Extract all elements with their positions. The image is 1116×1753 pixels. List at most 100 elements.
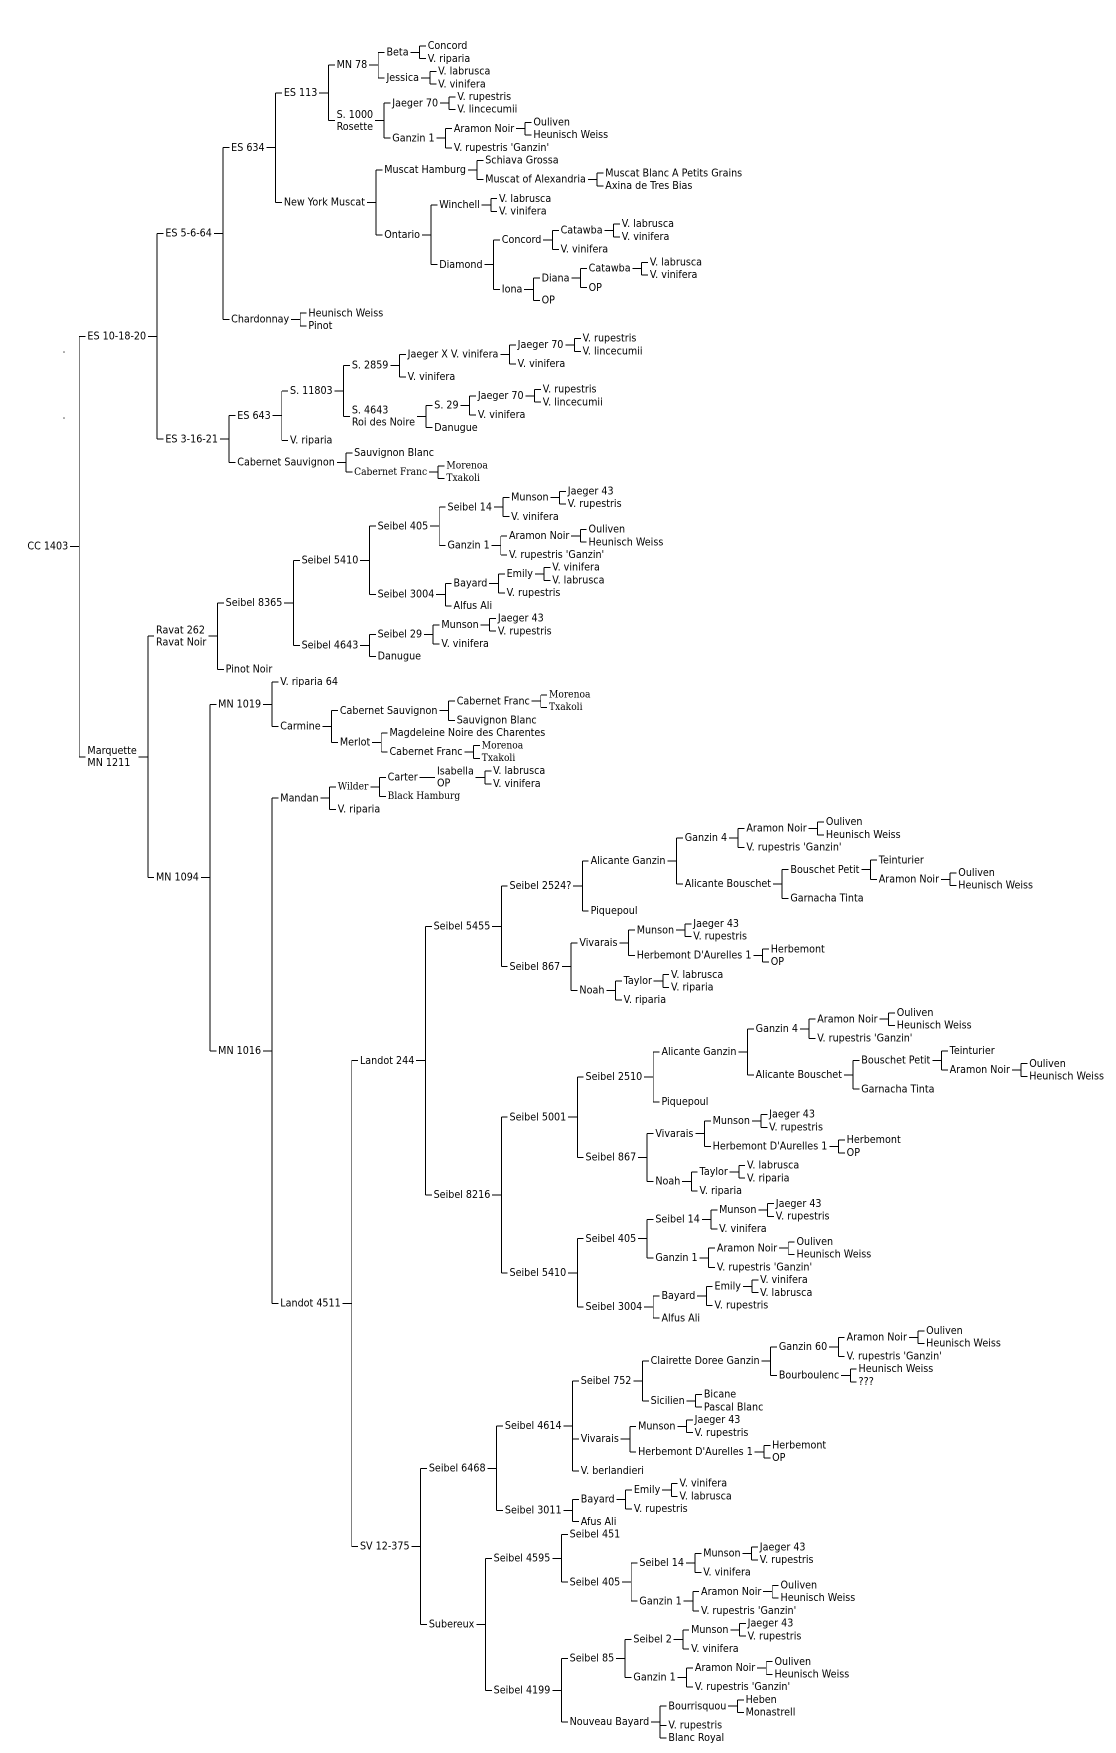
node-heunisch-weiss-label: Heunisch Weiss (781, 1593, 856, 1604)
node-heunisch-weiss-label: Heunisch Weiss (826, 830, 901, 841)
node-aramon-noir-connector (779, 1241, 795, 1256)
node-op-label: OP (847, 1148, 860, 1159)
node-v-labrusca-label: V. labrusca (622, 219, 674, 230)
node-cabernet-franc-label: Cabernet Franc (389, 747, 462, 758)
node-seibel-3004-label: Seibel 3004 (378, 589, 435, 600)
node-v-rupestris-ganzin-label: V. rupestris 'Ganzin' (701, 1606, 796, 1617)
node-ganzin-1-connector (491, 535, 508, 556)
node-subereux-label: Subereux (429, 1619, 475, 1630)
node-seibel-2-label: Seibel 2 (633, 1634, 671, 1645)
node-seibel-405-connector (637, 1219, 654, 1259)
node-seibel-2524-connector (573, 860, 589, 912)
node-seibel-405-label: Seibel 405 (586, 1233, 637, 1244)
node-seibel-8365-label: Seibel 8365 (226, 598, 283, 609)
node-s-29-connector (460, 395, 476, 416)
node-concord-connector (543, 230, 559, 250)
node-seibel-5410-connector (568, 1238, 584, 1308)
node-aramon-noir-label: Aramon Noir (879, 874, 940, 885)
node-v-riparia-label: V. riparia (338, 804, 380, 815)
stray-dot (63, 351, 65, 353)
node-jaeger-70-label: Jaeger 70 (391, 98, 438, 109)
node-bayard-connector (616, 1489, 633, 1510)
node-jessica-connector (420, 70, 437, 85)
node-v-vinifera-label: V. vinifera (719, 1224, 767, 1235)
node-bicane-label: Bicane (704, 1389, 736, 1400)
node-seibel-5410-label: Seibel 5410 (302, 555, 359, 566)
node-alicante-ganzin-connector (738, 1028, 754, 1076)
node-ouliven-label: Ouliven (958, 868, 995, 879)
node-blanc-royal-label: Blanc Royal (668, 1733, 724, 1744)
node-taylor-label: Taylor (623, 976, 653, 987)
node-v-vinifera-label: V. vinifera (760, 1275, 808, 1286)
node-noah-connector (682, 1171, 698, 1192)
node-sicilien-connector (686, 1394, 703, 1408)
node-sv-12-375-connector (411, 1467, 428, 1625)
node-vivarais-label: Vivarais (579, 938, 617, 949)
node-carter-label: Carter (388, 772, 419, 783)
node-ganzin-1-connector (436, 128, 453, 149)
node-diamond-label: Diamond (439, 259, 482, 270)
node-es-10-18-20-connector (148, 233, 164, 440)
node-munson-label: Munson (511, 492, 548, 503)
node-morenoa-label: Morenoa (549, 689, 591, 700)
node-herbemont-label: Herbemont (772, 1440, 826, 1451)
node-seibel-14-connector (493, 497, 510, 518)
node-aramon-noir-connector (940, 872, 957, 887)
node-mn-78-label: MN 78 (337, 60, 368, 71)
node-aramon-noir-connector (808, 821, 825, 836)
node-jessica-label: Jessica (386, 73, 419, 84)
node-emily-label: Emily (634, 1485, 660, 1496)
node-v-labrusca-label: V. labrusca (552, 575, 604, 586)
node-alfus-ali-label: Alfus Ali (454, 601, 493, 612)
node-diana-connector (571, 268, 587, 289)
node-op-label: OP (542, 295, 555, 306)
node-munson-connector (480, 618, 497, 632)
node-bourrisquou-label: Bourrisquou (668, 1701, 726, 1712)
node-sicilien-label: Sicilien (651, 1396, 685, 1407)
node-munson-label: Munson (638, 1421, 675, 1432)
node-seibel-29-connector (424, 624, 440, 645)
node-es-3-16-21-label: ES 3-16-21 (165, 434, 218, 445)
node-bourboulenc-connector (841, 1368, 857, 1383)
node-heunisch-weiss-label: Heunisch Weiss (796, 1249, 871, 1260)
node-v-rupestris-label: V. rupestris (498, 626, 552, 637)
node-emily-connector (534, 567, 551, 581)
node-muscat-of-alexandria-label: Muscat of Alexandria (485, 174, 586, 185)
node-landot-244-label: Landot 244 (360, 1055, 414, 1066)
node-seibel-29-label: Seibel 29 (378, 629, 423, 640)
node-v-labrusca-label: V. labrusca (650, 257, 702, 268)
node-aramon-noir-connector (879, 1012, 895, 1027)
node-munson-label: Munson (691, 1625, 728, 1636)
node-ravat-262-connector (208, 602, 224, 670)
node-ontario-label: Ontario (384, 230, 420, 241)
node-seibel-867-label: Seibel 867 (510, 961, 561, 972)
node-s-29-label: S. 29 (434, 400, 458, 411)
node-v-vinifera-label: V. vinifera (650, 270, 698, 281)
node-seibel-8216-connector (492, 1116, 508, 1274)
node-v-labrusca-label: V. labrusca (747, 1160, 799, 1171)
node-catawba-label: Catawba (561, 225, 603, 236)
node-herbemont-d-aurelles-1-label: Herbemont D'Aurelles 1 (637, 950, 752, 961)
node-pinot-noir-label: Pinot Noir (226, 664, 273, 675)
node-seibel-3004-label: Seibel 3004 (586, 1302, 643, 1313)
node-aramon-noir-connector (571, 528, 587, 543)
node-cabernet-franc-label: Cabernet Franc (354, 466, 427, 477)
node-alicante-ganzin-label: Alicante Ganzin (591, 856, 666, 867)
node-seibel-5410-connector (360, 525, 376, 596)
node-v-rupestris-ganzin-label: V. rupestris 'Ganzin' (454, 143, 549, 154)
node-v-labrusca-label: V. labrusca (760, 1287, 812, 1298)
node-isabella-label: Isabella (437, 766, 474, 777)
node-seibel-4643-connector (360, 633, 376, 658)
node-aramon-noir-label: Aramon Noir (454, 123, 515, 134)
node-seibel-2524-label: Seibel 2524? (510, 881, 572, 892)
node-seibel-405-connector (430, 506, 446, 546)
node-s-11803-label: S. 11803 (290, 386, 333, 397)
node-herbemont-label: Herbemont (771, 944, 825, 955)
node-herbemont-d-aurelles-1-label: Herbemont D'Aurelles 1 (713, 1141, 828, 1152)
node-seibel-5001-label: Seibel 5001 (510, 1112, 567, 1123)
node-seibel-4614-connector (563, 1380, 579, 1472)
node-munson-connector (730, 1623, 746, 1637)
node-ouliven-label: Ouliven (781, 1580, 818, 1591)
node-v-rupestris-label: V. rupestris (668, 1720, 722, 1731)
node-seibel-14-connector (701, 1209, 718, 1230)
